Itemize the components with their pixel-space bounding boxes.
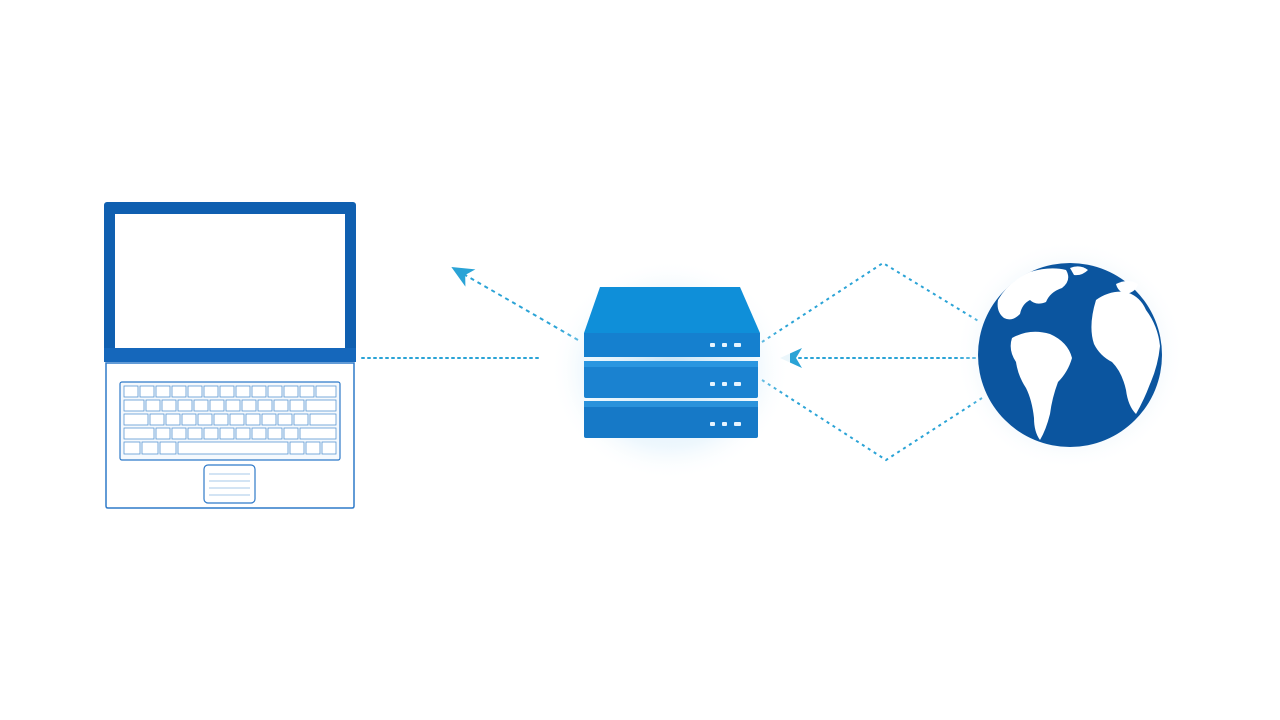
laptop-screen [115, 214, 345, 348]
keyboard-keys [123, 385, 337, 455]
server-stack-icon [550, 260, 790, 480]
globe-continents [997, 266, 1160, 440]
server-unit-2 [584, 361, 758, 398]
laptop-touchpad [203, 464, 256, 504]
arrow-server-to-laptop [451, 267, 579, 341]
globe-icon [955, 240, 1185, 470]
server-unit-3 [584, 401, 758, 438]
laptop-icon [104, 202, 356, 509]
connector-diamond-bottom [761, 379, 983, 462]
connector-diamond-top [761, 261, 981, 343]
server-indicator-lights [710, 343, 741, 426]
